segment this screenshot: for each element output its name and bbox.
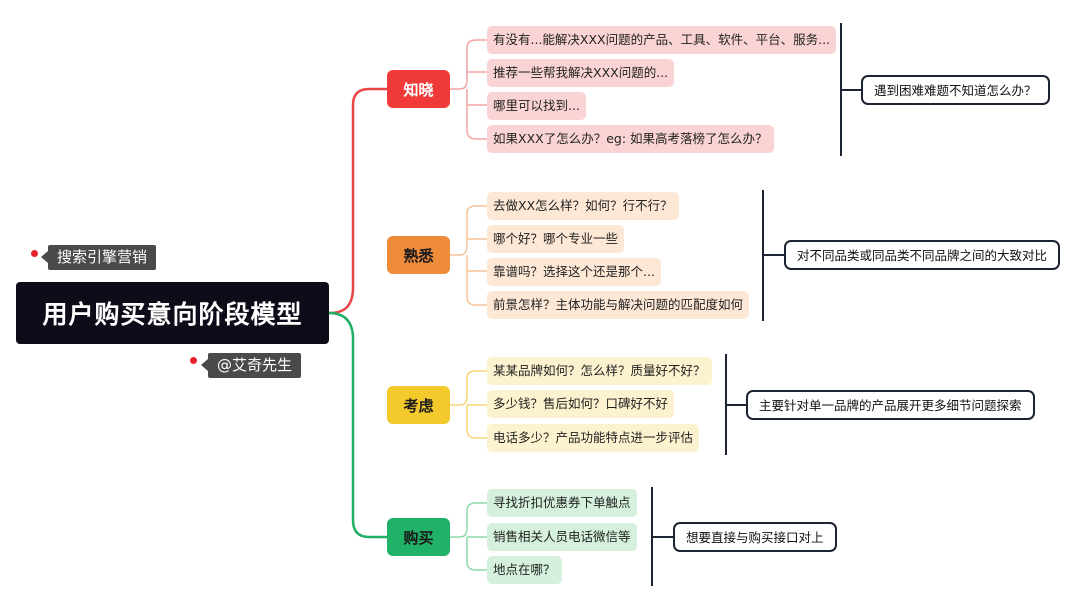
stage-consideration-item[interactable]: 某某品牌如何？怎么样？质量好不好？ [487, 357, 712, 385]
stage-familiarity-item[interactable]: 靠谱吗？选择这个还是那个... [487, 258, 661, 286]
marker-dot [190, 357, 197, 364]
stage-familiarity-summary[interactable]: 对不同品类或同品类不同品牌之间的大致对比 [784, 240, 1061, 270]
stage-awareness-item[interactable]: 推荐一些帮我解决XXX问题的... [487, 59, 675, 87]
stage-familiarity[interactable]: 熟悉 [387, 236, 450, 274]
stage-purchase-summary[interactable]: 想要直接与购买接口对上 [673, 522, 837, 552]
stage-consideration-item[interactable]: 多少钱？售后如何？口碑好不好 [487, 390, 675, 418]
stage-purchase-item[interactable]: 销售相关人员电话微信等 [487, 523, 637, 551]
root-title[interactable]: 用户购买意向阶段模型 [16, 282, 329, 344]
stage-familiarity-item[interactable]: 哪个好？哪个专业一些 [487, 225, 625, 253]
stage-awareness-item[interactable]: 有没有...能解决XXX问题的产品、工具、软件、平台、服务... [487, 26, 837, 54]
stage-consideration-item[interactable]: 电话多少？产品功能特点进一步评估 [487, 424, 700, 452]
stage-familiarity-item[interactable]: 去做XX怎么样？如何？行不行？ [487, 192, 679, 220]
root-tag-author[interactable]: @艾奇先生 [200, 353, 302, 378]
stage-purchase-item[interactable]: 寻找折扣优惠券下单触点 [487, 489, 637, 517]
stage-consideration-summary[interactable]: 主要针对单一品牌的产品展开更多细节问题探索 [746, 390, 1035, 420]
stage-purchase[interactable]: 购买 [387, 518, 450, 556]
stage-awareness[interactable]: 知晓 [387, 70, 450, 108]
stage-consideration[interactable]: 考虑 [387, 386, 450, 424]
stage-familiarity-item[interactable]: 前景怎样？主体功能与解决问题的匹配度如何 [487, 291, 750, 319]
stage-awareness-summary[interactable]: 遇到困难难题不知道怎么办？ [861, 75, 1050, 105]
stage-awareness-item[interactable]: 哪里可以找到... [487, 92, 586, 120]
stage-purchase-item[interactable]: 地点在哪？ [487, 556, 562, 584]
root-tag-sem[interactable]: 搜索引擎营销 [40, 245, 157, 270]
marker-dot [31, 250, 38, 257]
stage-awareness-item[interactable]: 如果XXX了怎么办？eg: 如果高考落榜了怎么办？ [487, 125, 774, 153]
